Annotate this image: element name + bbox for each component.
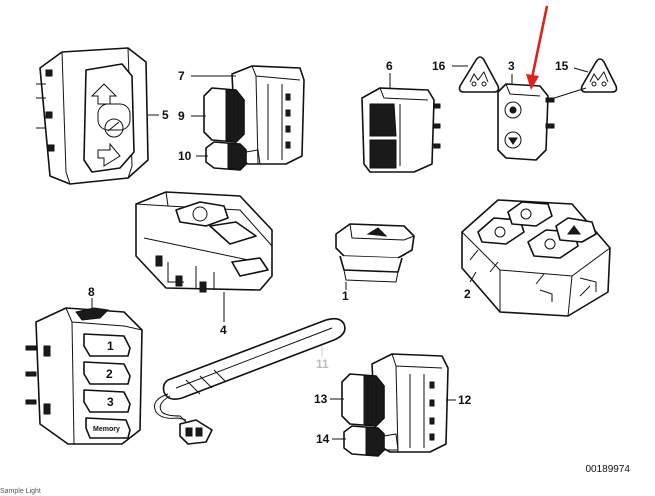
callout-5: 5 — [162, 108, 169, 122]
callout-3: 3 — [508, 59, 515, 73]
callout-7: 7 — [178, 69, 185, 83]
callout-8: 8 — [88, 285, 95, 299]
part-13-knob — [341, 373, 385, 427]
part-10-knob — [205, 141, 261, 171]
callout-2: 2 — [464, 287, 471, 301]
diagram-reference-number: 00189974 — [585, 464, 631, 475]
memory-button-2-label: 2 — [106, 367, 113, 381]
part-3-switch — [497, 83, 555, 161]
memory-store-button-label: Memory — [93, 426, 120, 433]
part-11-flat-cable — [154, 317, 346, 445]
part-14-knob — [343, 425, 399, 457]
part-2-switch-panel — [461, 199, 611, 317]
memory-store-button: Memory — [85, 417, 131, 439]
memory-button-3-label: 3 — [107, 395, 114, 409]
leader-2 — [469, 271, 477, 283]
part-9-knob — [203, 87, 245, 143]
part-16-warning-triangle — [458, 56, 500, 93]
part-15-warning-triangle — [580, 58, 618, 93]
footer-caption: Sample Light — [0, 488, 41, 495]
part-5-window-switch — [36, 47, 149, 185]
part-6-rocker-switch — [361, 87, 441, 173]
leader-15 — [573, 67, 589, 73]
callout-9: 9 — [178, 109, 185, 123]
memory-button-1: 1 — [83, 333, 131, 357]
callout-6: 6 — [386, 59, 393, 73]
callout-4: 4 — [220, 323, 227, 337]
callout-1: 1 — [342, 289, 349, 303]
callout-10: 10 — [178, 149, 192, 163]
callout-11: 11 — [316, 357, 329, 371]
part-4-switch-block — [135, 191, 273, 293]
leader-3-to-15 — [547, 87, 587, 101]
callout-15: 15 — [555, 59, 569, 73]
memory-button-2: 2 — [83, 361, 131, 385]
callout-13: 13 — [314, 392, 328, 406]
part-12-switch-body — [371, 353, 449, 453]
part-1-push-button — [335, 223, 415, 283]
memory-button-3: 3 — [83, 389, 131, 413]
callout-14: 14 — [316, 432, 330, 446]
memory-button-1-label: 1 — [107, 339, 114, 353]
red-pointer-arrow — [526, 5, 549, 90]
callout-12: 12 — [458, 393, 472, 407]
callout-16: 16 — [432, 59, 446, 73]
